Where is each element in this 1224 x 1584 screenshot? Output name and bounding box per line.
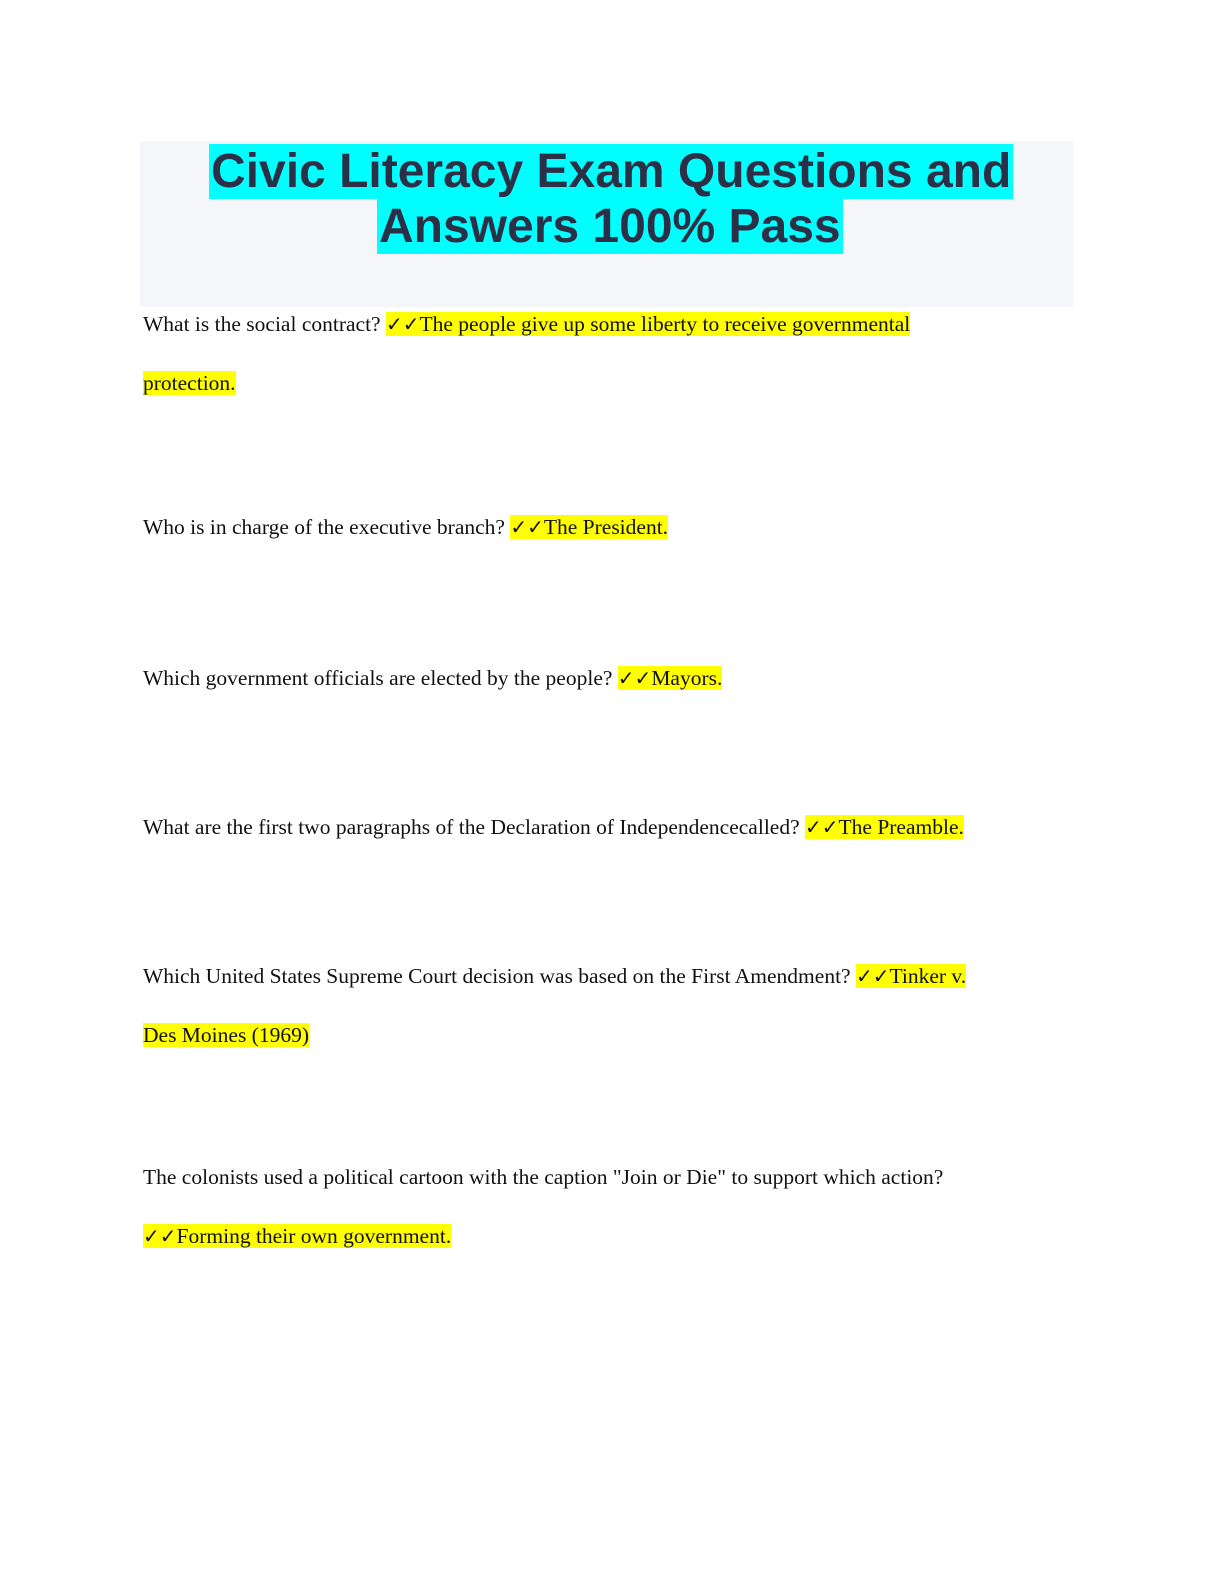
answer-text: The people give up some liberty to recei… xyxy=(419,312,911,336)
double-check-icon: ✓✓ xyxy=(617,666,652,690)
question-text: Who is in charge of the executive branch… xyxy=(143,515,505,539)
qa-item-2: Who is in charge of the executive branch… xyxy=(143,498,1073,557)
answer-highlight: ✓✓The President. xyxy=(510,515,669,539)
double-check-icon: ✓✓ xyxy=(855,964,890,988)
double-check-icon: ✓✓ xyxy=(510,515,544,539)
double-check-icon: ✓✓ xyxy=(143,1224,177,1248)
question-text: What are the first two paragraphs of the… xyxy=(143,815,800,839)
qa-item-1: What is the social contract? ✓✓The peopl… xyxy=(143,295,1073,413)
answer-highlight: ✓✓Mayors. xyxy=(617,666,723,690)
question-text: The colonists used a political cartoon w… xyxy=(143,1165,944,1189)
qa-item-5: Which United States Supreme Court decisi… xyxy=(143,947,1073,1065)
qa-item-4: What are the first two paragraphs of the… xyxy=(143,798,1073,857)
title-block: Civic Literacy Exam Questions and Answer… xyxy=(140,141,1073,307)
document-title-line-1: Civic Literacy Exam Questions and xyxy=(209,144,1014,199)
answer-highlight: ✓✓Tinker v. xyxy=(855,964,967,988)
question-text: Which government officials are elected b… xyxy=(143,666,613,690)
answer-text: Forming their own government. xyxy=(176,1224,452,1248)
answer-highlight: ✓✓The Preamble. xyxy=(805,815,964,839)
answer-text: Tinker v. xyxy=(889,964,967,988)
question-text: What is the social contract? xyxy=(143,312,381,336)
document-title-line-2: Answers 100% Pass xyxy=(377,199,843,254)
qa-item-3: Which government officials are elected b… xyxy=(143,649,1073,708)
answer-text-continued: Des Moines (1969) xyxy=(143,1023,310,1047)
answer-text: The President. xyxy=(543,515,669,539)
answer-highlight: ✓✓Forming their own government. xyxy=(143,1224,452,1248)
answer-text-continued: protection. xyxy=(143,371,236,395)
qa-item-6: The colonists used a political cartoon w… xyxy=(143,1148,1073,1266)
answer-highlight: ✓✓The people give up some liberty to rec… xyxy=(385,312,911,336)
answer-text: The Preamble. xyxy=(838,815,964,839)
double-check-icon: ✓✓ xyxy=(385,312,420,336)
question-text: Which United States Supreme Court decisi… xyxy=(143,964,851,988)
answer-text: Mayors. xyxy=(651,666,723,690)
double-check-icon: ✓✓ xyxy=(805,815,839,839)
